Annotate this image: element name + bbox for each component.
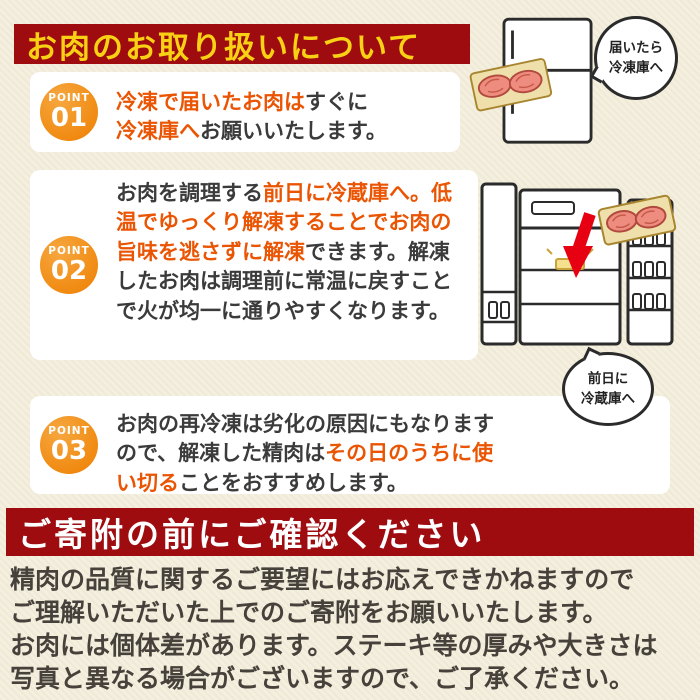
point-2-text: お肉を調理する前日に冷蔵庫へ。低温でゆっくり解凍することでお肉の旨味を逃さずに解… xyxy=(116,179,470,326)
point-2-card: POINT 02 お肉を調理する前日に冷蔵庫へ。低温でゆっくり解凍することでお肉… xyxy=(30,170,478,360)
notice-line: 写真と異なる場合がございますので、ご了承ください。 xyxy=(10,664,635,693)
point-3-text: お肉の再冷凍は劣化の原因にもなりますので、解凍した精肉はその日のうちに使い切るこ… xyxy=(116,410,508,498)
badge-number: 02 xyxy=(50,256,88,287)
point-1-card: POINT 01 冷凍で届いたお肉はすぐに冷凍庫へお願いいたします。 xyxy=(30,72,460,152)
arrival-freezer-bubble: 届いたら 冷凍庫へ xyxy=(589,16,678,100)
text-segment: お肉の再冷凍は劣化の原因にもなりますので、解凍した精肉は xyxy=(116,412,494,466)
bubble-text: 届いたら 冷凍庫へ xyxy=(609,39,663,76)
badge-label: POINT xyxy=(48,91,90,104)
red-arrow-icon xyxy=(563,212,596,278)
text-segment: お願いいたします。 xyxy=(200,119,387,144)
day-before-fridge-bubble: 前日に 冷蔵庫へ xyxy=(562,346,654,426)
point-3-card: POINT 03 お肉の再冷凍は劣化の原因にもなりますので、解凍した精肉はその日… xyxy=(30,396,670,495)
badge-number: 01 xyxy=(50,103,88,134)
meat-tray-icon xyxy=(469,58,553,112)
point-2-badge: POINT 02 xyxy=(40,236,98,294)
point-3-badge: POINT 03 xyxy=(40,416,98,474)
notice-line: お肉には個体差があります。ステーキ等の厚みや大きさは xyxy=(10,631,658,660)
text-segment-highlight: その日のうちに使い切る xyxy=(116,441,494,495)
point-1-badge: POINT 01 xyxy=(40,83,98,141)
point-1-text: 冷凍で届いたお肉はすぐに冷凍庫へお願いいたします。 xyxy=(116,88,452,147)
text-segment-highlight: 冷凍庫へ xyxy=(116,119,200,144)
text-segment: お肉を調理する xyxy=(116,181,263,205)
page-title: お肉のお取り扱いについて xyxy=(26,29,422,66)
fridge-closed-illustration xyxy=(469,17,593,144)
badge-number: 03 xyxy=(50,436,88,467)
badge-label: POINT xyxy=(48,424,90,437)
notice-banner: ご寄附の前にご確認ください xyxy=(6,508,694,556)
text-segment: すぐに xyxy=(305,90,368,114)
notice-paragraph: 精肉の品質に関するご要望にはお応えできかねますので ご理解いただいた上でのご寄附… xyxy=(10,563,696,695)
text-segment: できます。解凍したお肉は調理前に常温に戻すことで火が均一に通りやすくなります。 xyxy=(116,239,452,323)
notice-title: ご寄附の前にご確認ください xyxy=(18,515,486,554)
meat-tray-icon xyxy=(597,194,677,246)
notice-line: 精肉の品質に関するご要望にはお応えできかねますので xyxy=(10,565,635,594)
notice-line: ご理解いただいた上でのご寄附をお願いいたします。 xyxy=(10,598,608,627)
bubble-text: 前日に 冷蔵庫へ xyxy=(581,370,635,407)
text-segment-highlight: 冷凍で届いたお肉は xyxy=(116,90,305,114)
text-segment: ことをおすすめします。 xyxy=(179,470,408,495)
badge-label: POINT xyxy=(48,244,90,257)
text-segment-highlight: 前日に冷蔵庫へ。低温でゆっくり解凍することでお肉の旨味を逃さずに解凍 xyxy=(116,181,452,264)
fridge-open-illustration xyxy=(480,182,677,346)
title-banner: お肉のお取り扱いについて xyxy=(14,24,470,66)
